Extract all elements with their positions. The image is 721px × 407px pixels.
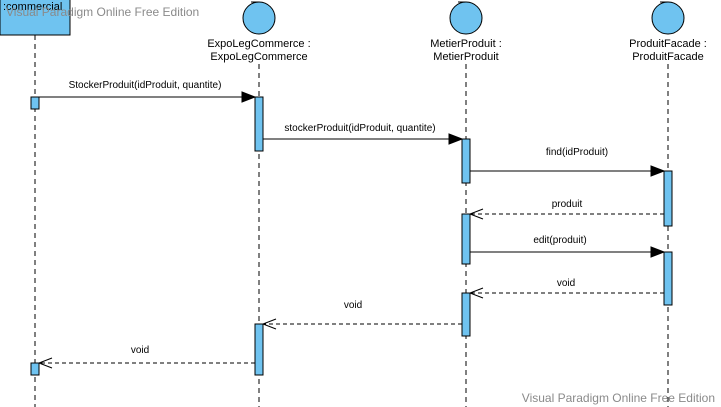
activation-metierproduit-3 [461,292,471,337]
activation-expolegcommerce-2 [254,323,264,376]
participant-produitfacade-line2: ProduitFacade [632,51,704,63]
participant-metierproduit-line1: MetierProduit : [430,38,502,50]
activation-produitfacade-1 [663,170,673,227]
message-edit: edit(produit) [470,235,666,258]
participant-expolegcommerce-line2: ExpoLegCommerce [210,51,307,63]
arrowhead-open [37,357,53,369]
message-return-void-facade: void [468,278,664,299]
arrowhead-filled [241,91,257,103]
message-label: void [344,300,362,311]
participant-produitfacade-line1: ProduitFacade : [629,38,707,50]
participant-metierproduit: MetierProduit : MetierProduit [430,1,502,63]
message-label: find(idProduit) [546,147,608,158]
message-find: find(idProduit) [470,147,666,177]
participant-metierproduit-line2: MetierProduit [433,51,498,63]
actor-commercial-label: :commercial [3,1,62,13]
participant-expolegcommerce-line1: ExpoLegCommerce : [207,38,310,50]
message-label: produit [552,199,583,210]
message-label: void [131,345,149,356]
activation-metierproduit-1 [461,138,471,184]
activation-metierproduit-2 [461,213,471,265]
activation-expolegcommerce-1 [254,96,264,152]
message-return-void-commercial: void [37,345,255,369]
actor-commercial-box [0,0,71,36]
message-return-void-metier: void [261,300,462,330]
message-label: void [557,278,575,289]
message-label: StockerProduit(idProduit, quantite) [69,80,222,91]
message-stockerproduit-delegate: stockerProduit(idProduit, quantite) [263,123,464,145]
message-return-produit: produit [468,199,664,220]
message-label: edit(produit) [533,235,586,246]
arrowhead-open [468,287,484,299]
watermark-top: Visual Paradigm Online Free Edition [6,5,199,19]
arrowhead-filled [650,246,666,258]
arrowhead-open [468,208,484,220]
message-label: stockerProduit(idProduit, quantite) [284,123,435,134]
watermark-bottom: Visual Paradigm Online Free Edition [522,391,715,405]
activation-commercial-2 [30,362,40,376]
activation-commercial-1 [30,96,40,110]
participant-produitfacade: ProduitFacade : ProduitFacade [629,1,707,63]
entity-icon [651,1,685,35]
entity-icon [242,1,276,35]
participant-expolegcommerce: ExpoLegCommerce : ExpoLegCommerce [207,1,311,63]
entity-icon [449,1,483,35]
arrowhead-filled [650,165,666,177]
activation-produitfacade-2 [663,251,673,306]
arrowhead-filled [448,133,464,145]
message-stockerproduit-call: StockerProduit(idProduit, quantite) [39,80,257,103]
arrowhead-open [261,318,277,330]
